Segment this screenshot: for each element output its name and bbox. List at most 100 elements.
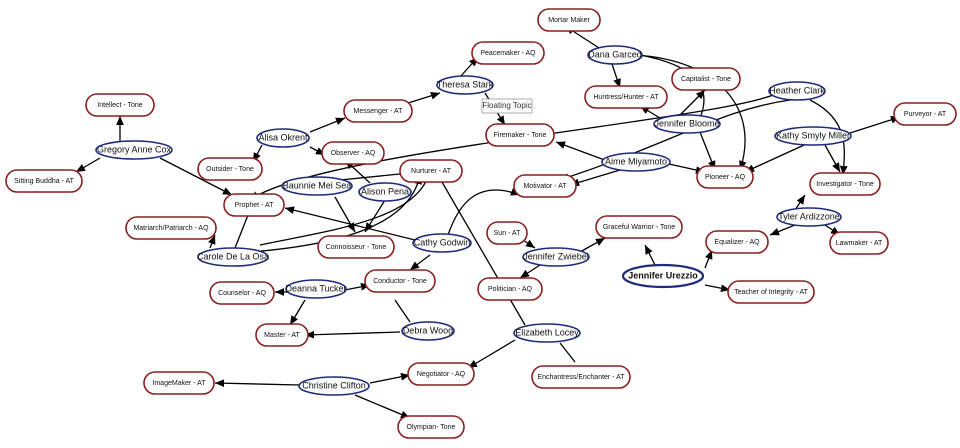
person-alisa-okrent[interactable]: Alisa Okrent — [256, 128, 310, 148]
archetype-sitting-buddha[interactable]: Sitting Buddha - AT — [5, 169, 83, 193]
archetype-nurturer[interactable]: Nurturer - AT — [399, 159, 463, 183]
archetype-matriarch[interactable]: Matriarch/Patriarch - AQ — [125, 216, 217, 240]
archetype-equalizer[interactable]: Equalizer - AQ — [705, 230, 769, 254]
person-jennifer-bloome[interactable]: Jennifer Bloome — [653, 114, 721, 134]
svg-text:Aime Miyamoto: Aime Miyamoto — [605, 156, 667, 166]
archetype-observer[interactable]: Observer - AQ — [321, 141, 385, 165]
svg-text:Debra Woog: Debra Woog — [403, 325, 453, 335]
archetype-pioneer[interactable]: Pioneer - AQ — [696, 165, 754, 189]
person-heather-clark[interactable]: Heather Clark — [768, 81, 826, 101]
svg-text:Sun - AT: Sun - AT — [494, 230, 521, 237]
svg-text:Conductor - Tone: Conductor - Tone — [373, 278, 427, 285]
archetype-counselor[interactable]: Counselor - AQ — [209, 281, 275, 305]
svg-text:Cathy Godwin: Cathy Godwin — [414, 237, 471, 247]
svg-text:Heather Clark: Heather Clark — [769, 85, 825, 95]
svg-text:Prophet - AT: Prophet - AT — [235, 202, 275, 209]
svg-text:Lawmaker - AT: Lawmaker - AT — [836, 240, 883, 247]
archetype-huntress[interactable]: Huntress/Hunter - AT — [584, 85, 668, 109]
archetype-master[interactable]: Master - AT — [255, 323, 309, 347]
archetype-purveyor[interactable]: Purveyor - AT — [893, 102, 957, 126]
archetype-graceful-warrior[interactable]: Graceful Warrior - Tone — [595, 215, 683, 239]
archetype-olympian[interactable]: Olympian- Tone — [397, 415, 465, 439]
svg-text:Alison Pena: Alison Pena — [361, 186, 409, 196]
archetype-mortar-maker[interactable]: Mortar Maker — [537, 8, 601, 32]
person-nodes: Gregory Anne Cox Alisa Okrent Theresa St… — [95, 45, 852, 396]
svg-text:Equalizer - AQ: Equalizer - AQ — [714, 239, 760, 246]
archetype-outsider[interactable]: Outsider - Tone — [197, 157, 263, 181]
archetype-firemaker[interactable]: Firemaker - Tone — [485, 123, 555, 147]
archetype-peacemaker[interactable]: Peacemaker - AQ — [471, 41, 545, 65]
person-jennifer-urezzio[interactable]: Jennifer Urezzio — [621, 263, 705, 289]
archetype-imagemaker[interactable]: ImageMaker - AT — [143, 371, 215, 395]
archetype-sun[interactable]: Sun - AT — [486, 221, 528, 245]
svg-text:Deanna Tucker: Deanna Tucker — [285, 283, 346, 293]
archetype-enchantress[interactable]: Enchantress/Enchanter - AT — [531, 365, 631, 389]
person-gregory-anne-cox[interactable]: Gregory Anne Cox — [95, 140, 173, 160]
person-tyler-ardizzone[interactable]: Tyler Ardizzone — [776, 207, 842, 227]
svg-text:Messenger - AT: Messenger - AT — [354, 108, 404, 115]
svg-text:Jennifer Urezzio: Jennifer Urezzio — [628, 270, 698, 280]
archetype-investigator[interactable]: Investigator - Tone — [809, 172, 881, 196]
person-carole-de-la-osa[interactable]: Carole De La Osa — [197, 247, 269, 267]
svg-text:Dana Garced: Dana Garced — [588, 49, 642, 59]
svg-text:Master - AT: Master - AT — [264, 332, 300, 339]
svg-text:Alisa Okrent: Alisa Okrent — [258, 132, 308, 142]
archetype-connoisseur[interactable]: Connoisseur - Tone — [317, 235, 395, 259]
archetype-politician[interactable]: Politician - AQ — [477, 277, 543, 301]
archetype-capitalist[interactable]: Capitalist - Tone — [671, 67, 741, 91]
person-theresa-stark[interactable]: Theresa Stark — [436, 75, 494, 95]
svg-text:Graceful Warrior - Tone: Graceful Warrior - Tone — [603, 224, 675, 231]
floating-topic[interactable]: Floating Topic — [481, 98, 533, 114]
person-alison-pena[interactable]: Alison Pena — [358, 182, 412, 202]
person-cathy-godwin[interactable]: Cathy Godwin — [412, 233, 472, 253]
svg-text:Outsider - Tone: Outsider - Tone — [206, 166, 254, 173]
svg-text:Motivator - AT: Motivator - AT — [523, 183, 567, 190]
svg-text:Connoisseur - Tone: Connoisseur - Tone — [326, 244, 387, 251]
svg-text:Capitalist - Tone: Capitalist - Tone — [681, 76, 731, 83]
archetype-intellect[interactable]: Intellect - Tone — [85, 93, 155, 117]
svg-text:Firemaker - Tone: Firemaker - Tone — [494, 132, 547, 139]
svg-text:Kathy Smyly Miller: Kathy Smyly Miller — [776, 130, 850, 140]
person-debra-woog[interactable]: Debra Woog — [401, 321, 455, 341]
archetype-nodes: Mortar Maker Peacemaker - AQ Capitalist … — [5, 8, 957, 439]
person-deanna-tucker[interactable]: Deanna Tucker — [285, 279, 347, 299]
svg-text:Olympian- Tone: Olympian- Tone — [407, 424, 456, 431]
svg-text:Jennifer Zwiebel: Jennifer Zwiebel — [523, 251, 589, 261]
svg-text:Politician - AQ: Politician - AQ — [488, 286, 533, 293]
archetype-teacher-of-integrity[interactable]: Teacher of Integrity - AT — [727, 280, 815, 304]
svg-text:Teacher of Integrity - AT: Teacher of Integrity - AT — [734, 289, 809, 296]
person-dana-garced[interactable]: Dana Garced — [587, 45, 643, 65]
svg-text:Enchantress/Enchanter - AT: Enchantress/Enchanter - AT — [537, 374, 625, 381]
person-baunnie-mei-sea[interactable]: Baunnie Mei Sea — [281, 176, 353, 196]
archetype-lawmaker[interactable]: Lawmaker - AT — [829, 231, 889, 255]
person-elizabeth-locey[interactable]: Elizabeth Locey — [513, 323, 581, 343]
svg-text:Christine Clifton: Christine Clifton — [302, 380, 366, 390]
person-kathy-smyly-miller[interactable]: Kathy Smyly Miller — [774, 126, 852, 146]
svg-text:Baunnie Mei Sea: Baunnie Mei Sea — [283, 180, 352, 190]
svg-text:Pioneer - AQ: Pioneer - AQ — [705, 174, 746, 181]
person-christine-clifton[interactable]: Christine Clifton — [298, 376, 370, 396]
svg-text:Negotiator - AQ: Negotiator - AQ — [417, 371, 466, 378]
svg-text:Observer - AQ: Observer - AQ — [331, 150, 376, 157]
svg-text:Elizabeth Locey: Elizabeth Locey — [515, 327, 579, 337]
svg-text:Sitting Buddha - AT: Sitting Buddha - AT — [14, 178, 75, 185]
svg-text:Mortar Maker: Mortar Maker — [548, 17, 590, 24]
svg-text:Peacemaker - AQ: Peacemaker - AQ — [480, 50, 536, 57]
svg-text:Gregory Anne Cox: Gregory Anne Cox — [97, 144, 172, 154]
archetype-conductor[interactable]: Conductor - Tone — [364, 269, 436, 293]
svg-text:Counselor - AQ: Counselor - AQ — [218, 290, 266, 297]
svg-text:Floating Topic: Floating Topic — [482, 101, 531, 110]
archetype-motivator[interactable]: Motivator - AT — [513, 174, 577, 198]
svg-text:Carole De La Osa: Carole De La Osa — [197, 251, 269, 261]
archetype-messenger[interactable]: Messenger - AT — [343, 99, 413, 123]
svg-text:Huntress/Hunter - AT: Huntress/Hunter - AT — [593, 94, 659, 101]
svg-text:Nurturer - AT: Nurturer - AT — [411, 168, 452, 175]
archetype-prophet[interactable]: Prophet - AT — [223, 193, 285, 217]
person-jennifer-zwiebel[interactable]: Jennifer Zwiebel — [522, 247, 590, 267]
svg-text:Investigator - Tone: Investigator - Tone — [816, 181, 874, 188]
person-aime-miyamoto[interactable]: Aime Miyamoto — [601, 152, 671, 172]
svg-text:Intellect - Tone: Intellect - Tone — [97, 102, 143, 109]
archetype-negotiator[interactable]: Negotiator - AQ — [407, 362, 475, 386]
svg-text:ImageMaker - AT: ImageMaker - AT — [152, 380, 206, 387]
